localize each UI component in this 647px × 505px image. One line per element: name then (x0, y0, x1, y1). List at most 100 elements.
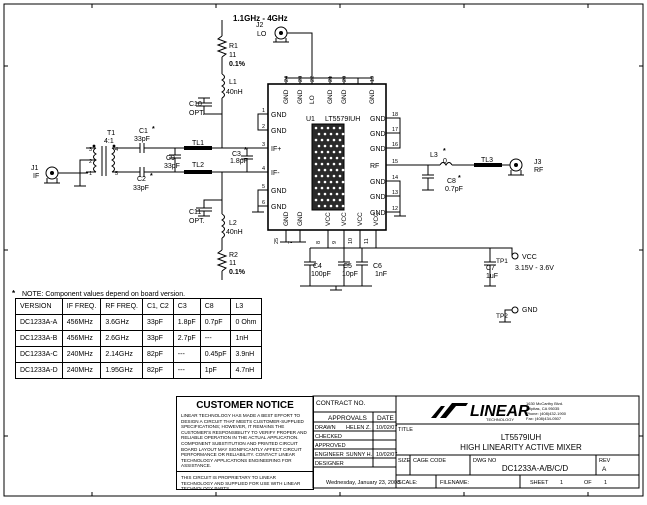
pad-via (332, 150, 336, 154)
t1-pin-1: 1 (89, 171, 92, 177)
ic-pin-number: 3 (262, 142, 265, 148)
title-part: LT5579IUH (501, 433, 542, 442)
r1-value: 11 (229, 52, 236, 59)
sheet-label: SHEET (530, 480, 549, 486)
header-cell: VERSION (15, 298, 63, 315)
pad-via (317, 144, 321, 148)
exposed-pad (311, 123, 345, 211)
r1-ref: R1 (229, 43, 238, 50)
test-point-tp2 (511, 306, 519, 314)
l3-ref: L3 (430, 152, 438, 159)
size-label: SIZE (398, 458, 411, 464)
r1-tolerance: 0.1% (229, 61, 246, 68)
table-cell: 1.95GHz (100, 362, 143, 379)
designer-label: DESIGNER (315, 461, 344, 467)
c8-ref: C8 (447, 178, 456, 185)
pad-via (317, 204, 321, 208)
notice-footer: THIS CIRCUIT IS PROPRIETARY TO LINEAR TE… (177, 470, 313, 492)
ic-pin-number: 18 (392, 112, 398, 118)
pad-via (329, 180, 333, 184)
pad-via (317, 180, 321, 184)
pad-via (323, 132, 327, 136)
pad-via (329, 144, 333, 148)
table-cell: 0.7pF (199, 314, 232, 331)
ic-pin-name: GND (370, 179, 386, 186)
ic-pin-number: 23 (298, 76, 304, 82)
header-cell: C3 (172, 298, 201, 315)
table-cell: 0.45pF (199, 346, 232, 363)
pad-via (332, 198, 336, 202)
pad-via (335, 168, 339, 172)
pad-via (329, 132, 333, 136)
rev-label: REV (599, 458, 611, 464)
decoupling-ground (300, 285, 372, 291)
ic-pin-number: 13 (392, 190, 398, 196)
ic-pin-name: RF (370, 163, 379, 170)
pad-via (314, 162, 318, 166)
pad-via (335, 180, 339, 184)
t1-pin-2: 2 (89, 159, 92, 165)
pad-via (326, 162, 330, 166)
table-cell: 240MHz (61, 346, 102, 363)
sheet-count: 1 (604, 480, 607, 486)
customer-notice: CUSTOMER NOTICE LINEAR TECHNOLOGY HAS MA… (176, 396, 314, 492)
table-cell: 240MHz (61, 362, 102, 379)
r2-tolerance: 0.1% (229, 269, 246, 276)
table-row: DC1233A-D 240MHz 1.95GHz 82pF --- 1pF 4.… (15, 362, 262, 379)
ic-pin-number: 9 (332, 241, 338, 244)
capacitor-c9 (169, 148, 181, 172)
pad-via (332, 126, 336, 130)
pad-via (314, 150, 318, 154)
ic-pin-name: GND (327, 89, 334, 104)
t1-ref: T1 (107, 130, 115, 137)
pad-via (323, 144, 327, 148)
table-cell: 2.14GHz (100, 346, 143, 363)
ic-pin-number: 17 (392, 127, 398, 133)
table-cell: 2.7pF (172, 330, 201, 347)
ic-pin-name: VCC (373, 212, 380, 226)
title-block: CONTRACT NO. APPROVALS DATE DRAWN HELEN … (312, 395, 640, 489)
pad-via (338, 150, 342, 154)
header-cell: C8 (199, 298, 232, 315)
pad-via (317, 192, 321, 196)
capacitor-c7 (484, 261, 496, 287)
pad-via (323, 204, 327, 208)
pad-via (320, 150, 324, 154)
capacitor-c10 (196, 97, 222, 115)
table-cell: 33pF (141, 314, 174, 331)
ic-pin-number: 19 (370, 76, 376, 82)
r2-ref: R2 (229, 252, 238, 259)
right-ground-ties (386, 117, 406, 217)
pad-via (338, 186, 342, 190)
transmission-line-tl3 (474, 163, 502, 167)
pad-via (335, 204, 339, 208)
tl2-ref: TL2 (192, 162, 204, 169)
c1-value: 33pF (134, 136, 150, 143)
r2-value: 11 (229, 260, 236, 267)
table-row: DC1233A-A 456MHz 3.6GHz 33pF 1.8pF 0.7pF… (15, 314, 262, 331)
ic-pin-name: GND (271, 188, 287, 195)
table-cell: 82pF (141, 346, 174, 363)
pad-via (338, 162, 342, 166)
ic-pin-name: GND (271, 128, 287, 135)
pad-via (314, 198, 318, 202)
pad-via (314, 138, 318, 142)
pad-via (332, 138, 336, 142)
logo-subtext: TECHNOLOGY (486, 417, 514, 422)
ic-pin-name: LO (309, 95, 316, 104)
t1-pin-4: 4 (115, 147, 118, 153)
frequency-range-title: 1.1GHz - 4GHz (233, 14, 288, 23)
approved-label: APPROVED (315, 443, 346, 449)
sheet-number: 1 (560, 480, 563, 486)
table-cell: DC1233A-C (15, 346, 63, 363)
table-cell: 82pF (141, 362, 174, 379)
pad-via (320, 198, 324, 202)
resistor-r1 (216, 35, 228, 58)
ic-pin-number: 12 (392, 206, 398, 212)
table-cell: DC1233A-B (15, 330, 63, 347)
pad-via (323, 156, 327, 160)
scale-label: SCALE: (398, 480, 418, 486)
tp1-ref: TP1 (496, 258, 508, 265)
tl3-ref: TL3 (481, 157, 493, 164)
